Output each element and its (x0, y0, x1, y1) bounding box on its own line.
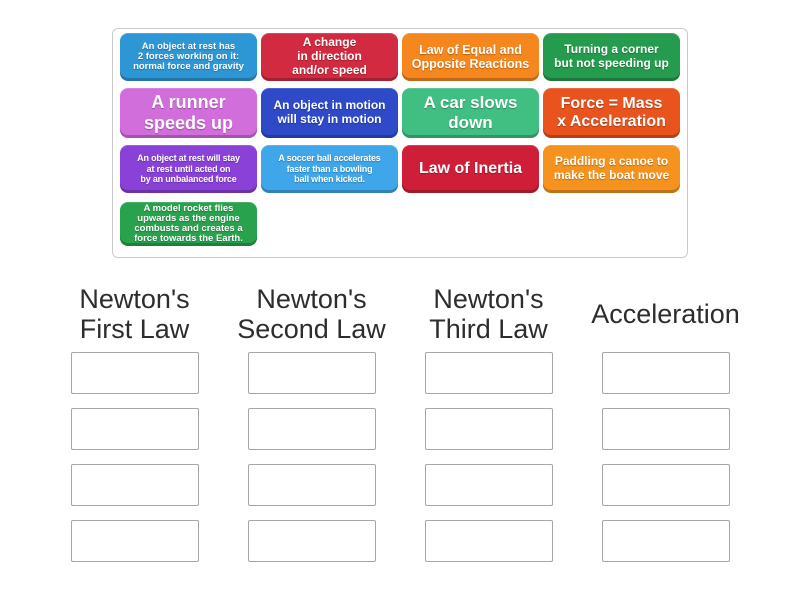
tile-card[interactable]: Force = Mass x Acceleration (543, 88, 680, 138)
tile-row: A runner speeds up An object in motion w… (120, 88, 680, 138)
tile-tray: An object at rest has 2 forces working o… (112, 28, 688, 258)
category-title: Newton's First Law (79, 283, 190, 344)
tile-card[interactable]: Law of Equal and Opposite Reactions (402, 33, 539, 81)
category-title: Newton's Third Law (429, 283, 548, 344)
answer-slot[interactable] (70, 352, 199, 394)
answer-slot[interactable] (70, 520, 199, 562)
answer-slot[interactable] (601, 408, 730, 450)
category-newtons-first-law: Newton's First Law (46, 278, 223, 576)
tile-card[interactable]: A model rocket flies upwards as the engi… (120, 202, 257, 246)
answer-slot[interactable] (424, 520, 553, 562)
tile-card[interactable]: A car slows down (402, 88, 539, 138)
answer-slot[interactable] (247, 520, 376, 562)
tile-card[interactable]: Law of Inertia (402, 145, 539, 193)
answer-slot[interactable] (601, 352, 730, 394)
answer-slot[interactable] (247, 352, 376, 394)
category-acceleration: Acceleration (577, 278, 754, 576)
answer-slot[interactable] (424, 352, 553, 394)
answer-slot[interactable] (601, 520, 730, 562)
category-title: Newton's Second Law (237, 283, 386, 344)
answer-slot[interactable] (70, 408, 199, 450)
answer-slot[interactable] (424, 408, 553, 450)
answer-slot[interactable] (247, 464, 376, 506)
tile-row: A model rocket flies upwards as the engi… (120, 202, 680, 246)
category-columns: Newton's First Law Newton's Second Law N… (0, 278, 800, 576)
tile-card[interactable]: An object in motion will stay in motion (261, 88, 398, 138)
tile-card[interactable]: Paddling a canoe to make the boat move (543, 145, 680, 193)
tile-row: An object at rest will stay at rest unti… (120, 145, 680, 193)
tile-card[interactable]: An object at rest has 2 forces working o… (120, 33, 257, 81)
tile-card[interactable]: A runner speeds up (120, 88, 257, 138)
answer-slot[interactable] (247, 408, 376, 450)
answer-slot[interactable] (601, 464, 730, 506)
answer-slot[interactable] (70, 464, 199, 506)
category-title: Acceleration (591, 298, 740, 329)
tile-card[interactable]: A soccer ball accelerates faster than a … (261, 145, 398, 193)
tile-card[interactable]: An object at rest will stay at rest unti… (120, 145, 257, 193)
tile-card[interactable]: Turning a corner but not speeding up (543, 33, 680, 81)
tile-card[interactable]: A change in direction and/or speed (261, 33, 398, 81)
category-newtons-second-law: Newton's Second Law (223, 278, 400, 576)
category-newtons-third-law: Newton's Third Law (400, 278, 577, 576)
tile-row: An object at rest has 2 forces working o… (120, 33, 680, 81)
answer-slot[interactable] (424, 464, 553, 506)
